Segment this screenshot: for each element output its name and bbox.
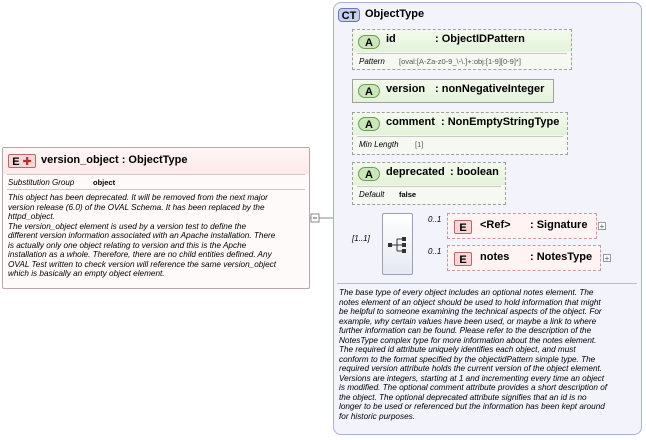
expand-plus-icon[interactable]: + — [603, 254, 611, 263]
facet-label: Default — [359, 190, 385, 199]
substitution-group-value: object — [93, 178, 116, 187]
element-header — [3, 148, 309, 174]
attribute-name: version — [386, 83, 426, 95]
child-type: : NotesType — [530, 251, 593, 263]
attribute-name: comment — [386, 116, 435, 128]
attribute-type: : NonEmptyStringType — [441, 116, 560, 128]
attribute-tag: A — [358, 35, 380, 49]
element-description: This object has been deprecated. It will… — [8, 193, 277, 278]
divider — [7, 174, 305, 175]
facet-label: Min Length — [359, 140, 399, 149]
element-name-line: version_object : ObjectType — [41, 154, 188, 166]
complex-type-description: The base type of every object includes a… — [337, 283, 637, 431]
sequence-icon — [388, 237, 406, 253]
child-element-signature[interactable]: E <Ref> : Signature — [447, 213, 597, 239]
facet-value: [oval:[A-Za-z0-9_\-\.]+:obj:[1-9][0-9]*] — [399, 57, 521, 66]
facet-label: Pattern — [359, 57, 385, 66]
attribute-type: : ObjectIDPattern — [435, 33, 525, 45]
element-tag: E ✚ — [8, 154, 36, 168]
complex-type-name: ObjectType — [365, 8, 425, 20]
sequence-compositor[interactable] — [382, 213, 413, 275]
divider — [7, 189, 305, 190]
complex-type-tag: CT — [338, 8, 360, 22]
child-element-notes[interactable]: E notes : NotesType — [447, 245, 601, 271]
expand-plus-icon[interactable]: + — [598, 222, 606, 231]
child-cardinality: 0..1 — [428, 215, 442, 224]
attribute-comment[interactable]: A comment : NonEmptyStringType Min Lengt… — [352, 112, 568, 155]
child-type: : Signature — [530, 219, 588, 231]
facet-value: false — [399, 190, 417, 199]
attribute-name: deprecated — [386, 166, 445, 178]
attribute-name: id — [386, 33, 396, 45]
attribute-version[interactable]: A version : nonNegativeInteger — [352, 79, 554, 103]
attribute-tag: A — [358, 84, 380, 98]
attribute-type: : nonNegativeInteger — [435, 83, 545, 95]
plus-icon: ✚ — [19, 156, 32, 168]
element-tag: E — [454, 220, 472, 234]
child-name: notes — [480, 251, 510, 263]
attribute-tag: A — [358, 167, 380, 181]
facet-value: [1] — [415, 140, 424, 149]
attribute-id[interactable]: A id : ObjectIDPattern Pattern [oval:[A-… — [352, 29, 572, 70]
child-cardinality: 0..1 — [428, 247, 442, 256]
element-name: version_object — [41, 154, 119, 166]
sequence-cardinality: [1..1] — [352, 234, 370, 243]
substitution-group-label: Substitution Group — [8, 178, 75, 187]
version-object-element[interactable]: E ✚ version_object : ObjectType Substitu… — [2, 147, 310, 289]
element-type: : ObjectType — [121, 154, 188, 166]
child-name: <Ref> — [480, 219, 511, 231]
attribute-tag: A — [358, 117, 380, 131]
attribute-deprecated[interactable]: A deprecated : boolean Default false — [352, 162, 506, 205]
element-tag: E — [454, 252, 472, 266]
attribute-type: : boolean — [450, 166, 499, 178]
